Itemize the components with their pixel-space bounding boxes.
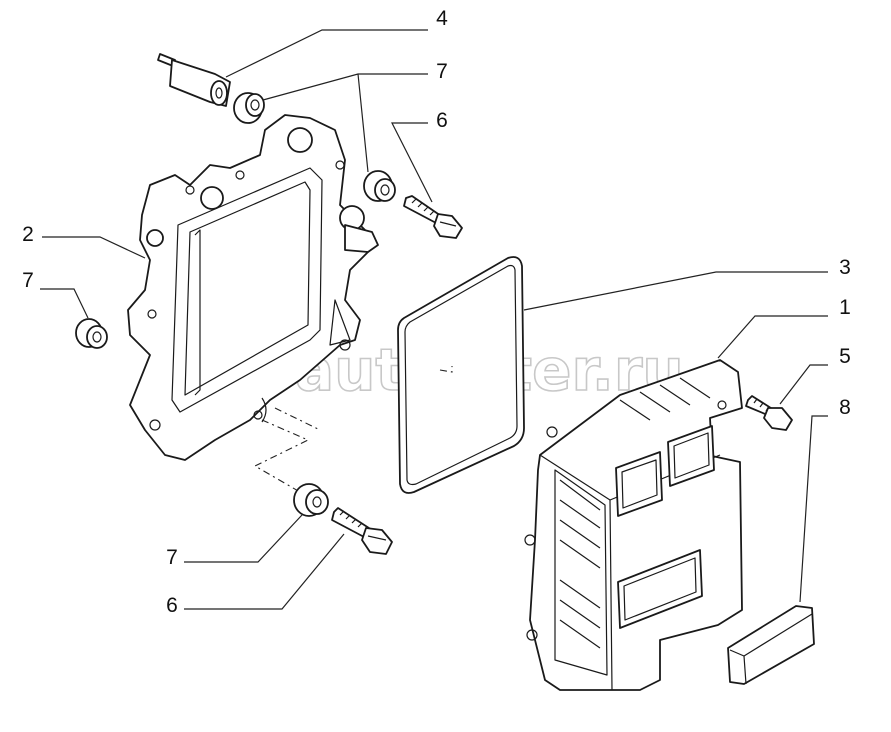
callout-numbers: 4 7 6 2 7 3 1 5 8 7 6 xyxy=(22,7,851,617)
part-6-screw-top xyxy=(403,195,463,239)
leader-2 xyxy=(42,236,146,259)
leader-lines xyxy=(40,29,828,610)
callout-5: 5 xyxy=(839,345,851,368)
part-4-spacer xyxy=(157,53,231,107)
leader-8 xyxy=(799,415,828,603)
callout-7-left: 7 xyxy=(22,269,34,292)
part-7-grommet-bottom xyxy=(293,483,329,517)
callout-1: 1 xyxy=(839,296,851,319)
part-3-gasket xyxy=(397,256,525,494)
part-2-housing xyxy=(127,114,379,461)
leader-7-top xyxy=(262,73,428,173)
callout-2: 2 xyxy=(22,223,34,246)
part-8-cover xyxy=(727,605,815,685)
leader-7-bottom xyxy=(184,514,303,563)
part-1-ecu xyxy=(524,359,743,691)
leader-1 xyxy=(717,315,828,359)
part-5-screw xyxy=(745,395,793,431)
alignment-lines xyxy=(253,407,321,493)
leader-6-bottom xyxy=(184,533,345,610)
callout-3: 3 xyxy=(839,256,851,279)
callout-6-top: 6 xyxy=(436,109,448,132)
callout-7-top: 7 xyxy=(436,60,448,83)
leader-3 xyxy=(523,271,828,311)
leader-7-left xyxy=(40,288,89,319)
callout-6-bottom: 6 xyxy=(166,594,178,617)
callout-7-bottom: 7 xyxy=(166,546,178,569)
callout-8: 8 xyxy=(839,396,851,419)
part-7-grommet-top xyxy=(233,92,265,124)
callout-4: 4 xyxy=(436,7,448,30)
part-7-grommet-left xyxy=(75,318,108,349)
leader-6-top xyxy=(391,122,433,203)
part-7-grommet-mid xyxy=(363,170,396,202)
leader-4 xyxy=(225,29,428,78)
leader-5 xyxy=(779,364,828,405)
part-6-screw-bottom xyxy=(331,507,393,555)
